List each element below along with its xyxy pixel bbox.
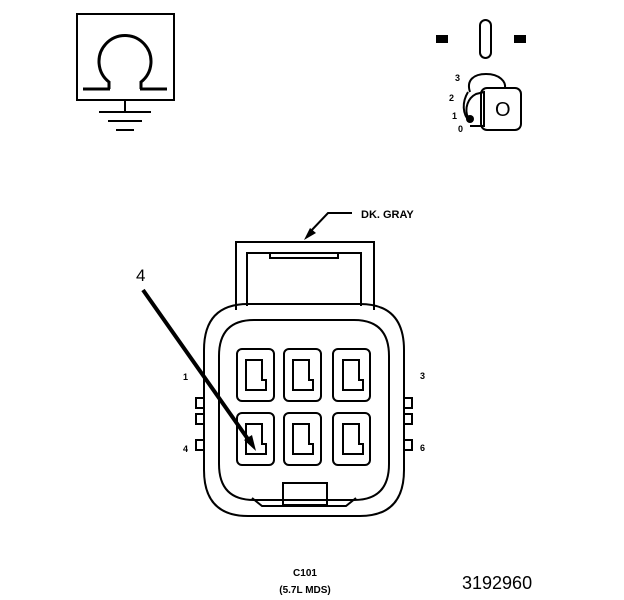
- pin-label-4: 4: [183, 444, 188, 454]
- cavity-6: [332, 412, 371, 466]
- connector-c101: [195, 241, 413, 517]
- cavity-3: [332, 348, 371, 402]
- ignition-key-icon: 3 2 1 0 O: [436, 19, 526, 134]
- pin-label-6: 6: [420, 443, 425, 453]
- connector-color-label: DK. GRAY: [361, 209, 414, 221]
- ohm-ground-icon: [76, 13, 175, 131]
- ignition-position-3: 3: [455, 73, 460, 83]
- color-callout: [304, 212, 352, 240]
- connector-id: C101: [293, 568, 317, 579]
- key-label: O: [495, 99, 511, 121]
- figure-number: 3192960: [462, 573, 532, 593]
- cavity-2: [283, 348, 322, 402]
- ignition-position-1: 1: [452, 111, 457, 121]
- ignition-position-0: 0: [458, 124, 463, 134]
- pin-label-3: 3: [420, 371, 425, 381]
- cavity-1: [236, 348, 275, 402]
- cavity-4: [236, 412, 275, 466]
- connector-note: (5.7L MDS): [279, 585, 331, 596]
- pin-callout-arrow: [141, 288, 256, 451]
- ignition-position-2: 2: [449, 93, 454, 103]
- pin-label-1: 1: [183, 372, 188, 382]
- pin-callout-number: 4: [136, 266, 145, 285]
- cavity-5: [283, 412, 322, 466]
